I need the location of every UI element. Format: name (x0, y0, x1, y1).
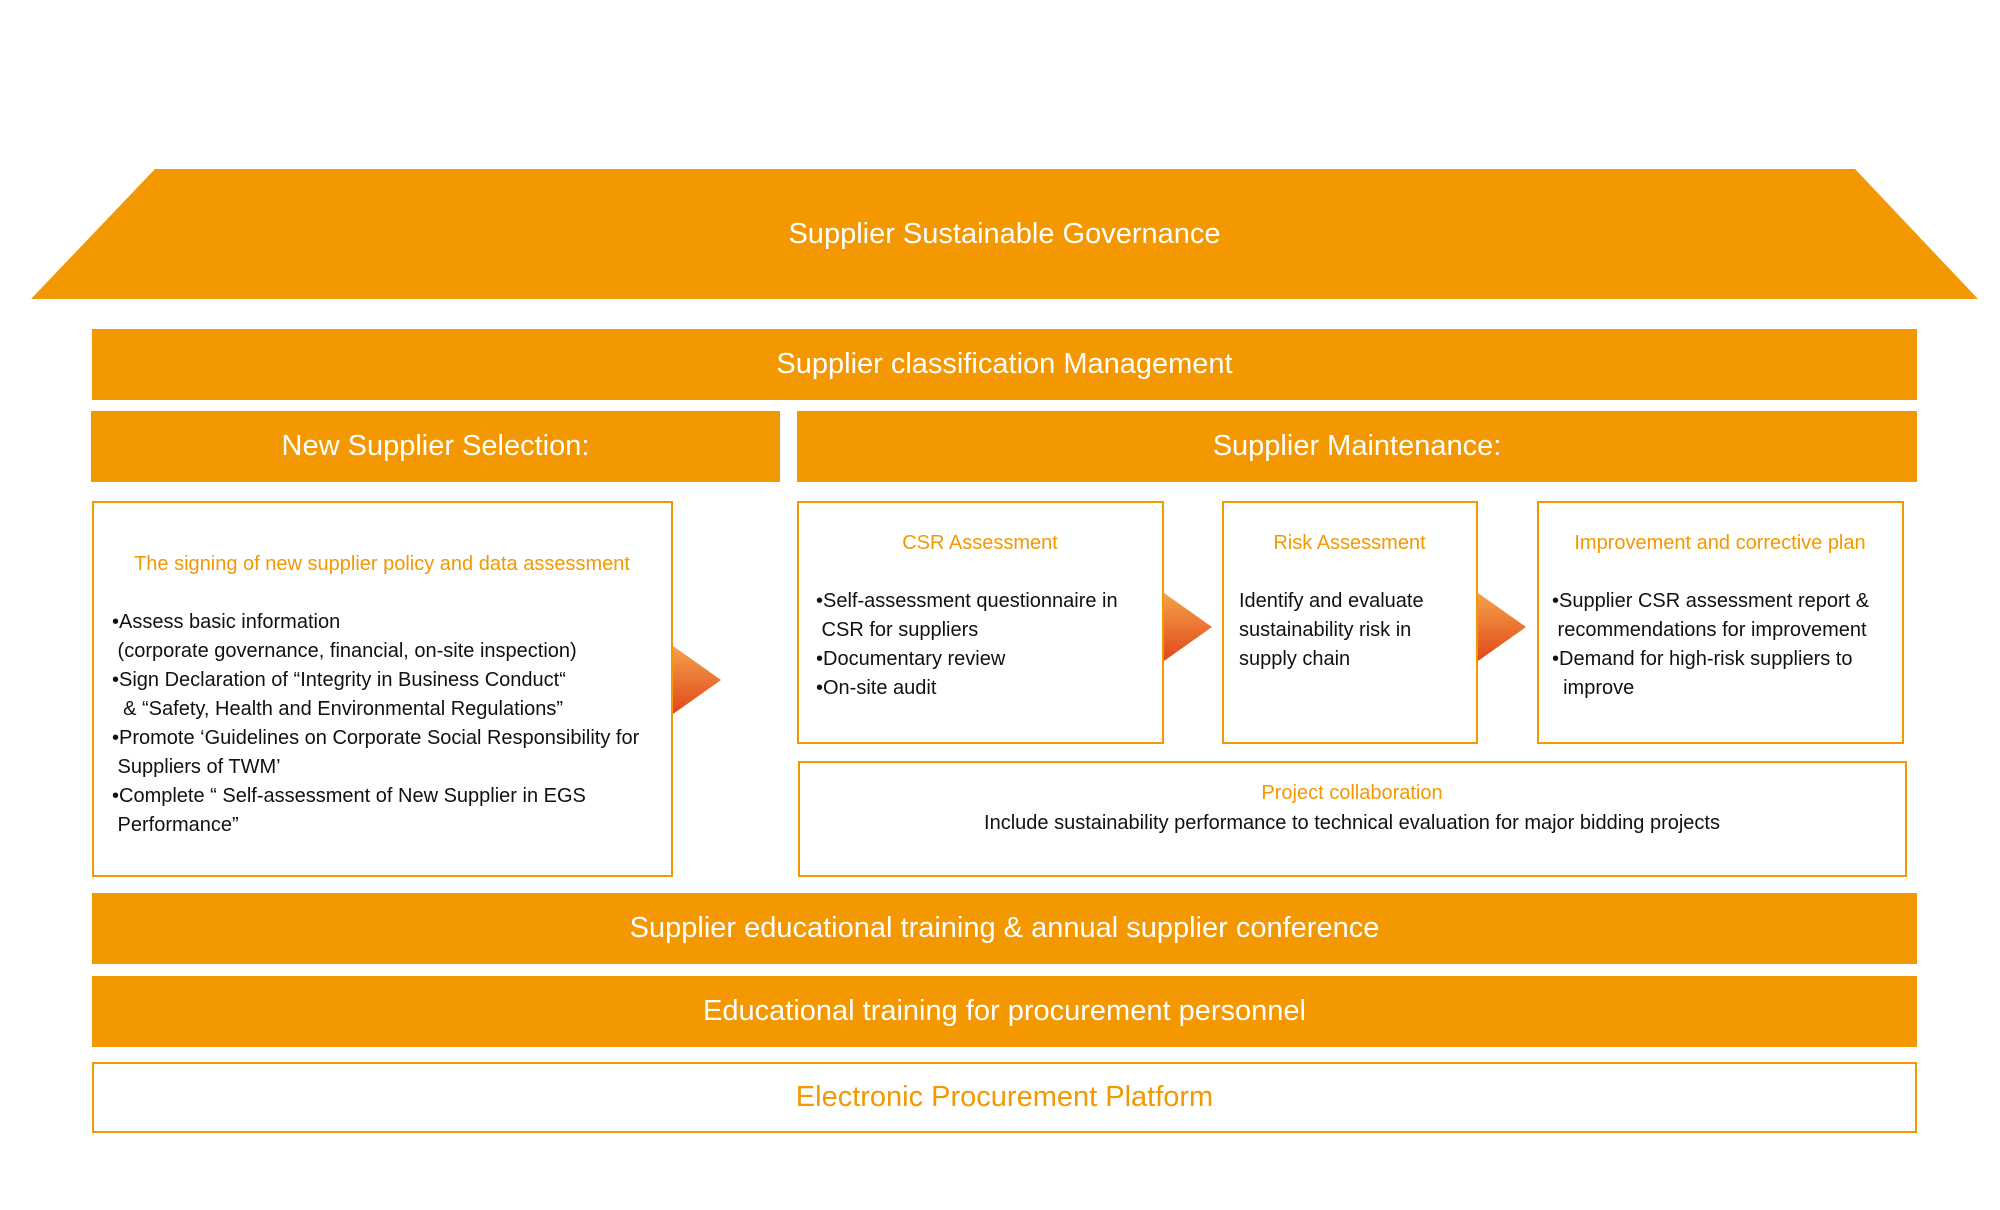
new-supplier-selection-label: New Supplier Selection: (281, 430, 590, 462)
supplier-maintenance-header: Supplier Maintenance: (797, 411, 1917, 482)
project-collaboration-text: Include sustainability performance to te… (984, 812, 1720, 834)
list-item: improve (1552, 677, 1635, 699)
list-item: Performance” (112, 814, 239, 836)
supplier-training-label: Supplier educational training & annual s… (629, 912, 1380, 944)
list-item: recommendations for improvement (1552, 619, 1867, 641)
new-supplier-policy-title: The signing of new supplier policy and d… (134, 553, 630, 575)
text-line: supply chain (1239, 648, 1351, 670)
flow-arrow-right-icon (673, 646, 721, 714)
list-item: •Sign Declaration of “Integrity in Busin… (112, 669, 566, 691)
improvement-plan-box: Improvement and corrective plan •Supplie… (1537, 501, 1904, 744)
csr-assessment-list: •Self-assessment questionnaire in CSR fo… (816, 587, 1118, 703)
list-item: & “Safety, Health and Environmental Regu… (112, 698, 563, 720)
classification-management-bar: Supplier classification Management (92, 329, 1917, 400)
risk-assessment-title: Risk Assessment (1273, 532, 1426, 554)
new-supplier-policy-box: The signing of new supplier policy and d… (92, 501, 673, 877)
list-item: •Self-assessment questionnaire in (816, 590, 1118, 612)
governance-title: Supplier Sustainable Governance (788, 217, 1221, 250)
csr-assessment-box: CSR Assessment •Self-assessment question… (797, 501, 1164, 744)
risk-assessment-box: Risk Assessment Identify and evaluate su… (1222, 501, 1478, 744)
supplier-maintenance-label: Supplier Maintenance: (1212, 430, 1502, 462)
flow-arrow-right-icon (1478, 593, 1526, 661)
new-supplier-selection-header: New Supplier Selection: (91, 411, 780, 482)
classification-management-label: Supplier classification Management (776, 348, 1233, 380)
procurement-training-bar: Educational training for procurement per… (92, 976, 1917, 1047)
improvement-plan-list: •Supplier CSR assessment report & recomm… (1552, 587, 1869, 703)
text-line: sustainability risk in (1239, 619, 1412, 641)
list-item: •Assess basic information (112, 611, 341, 633)
project-collaboration-title: Project collaboration (1261, 782, 1443, 804)
text-line: Identify and evaluate (1239, 590, 1424, 612)
list-item: •Complete “ Self-assessment of New Suppl… (112, 785, 586, 807)
list-item: CSR for suppliers (816, 619, 979, 641)
list-item: (corporate governance, financial, on-sit… (112, 640, 577, 662)
csr-assessment-title: CSR Assessment (902, 532, 1058, 554)
list-item: •Supplier CSR assessment report & (1552, 590, 1870, 612)
procurement-platform-box: Electronic Procurement Platform (92, 1062, 1917, 1133)
procurement-platform-label: Electronic Procurement Platform (795, 1081, 1214, 1113)
improvement-plan-title: Improvement and corrective plan (1574, 532, 1866, 554)
list-item: •Demand for high-risk suppliers to (1552, 648, 1853, 670)
flow-arrow-right-icon (1164, 593, 1212, 661)
list-item: •Promote ‘Guidelines on Corporate Social… (112, 727, 640, 749)
project-collaboration-box: Project collaboration Include sustainabi… (798, 761, 1907, 877)
supplier-training-bar: Supplier educational training & annual s… (92, 893, 1917, 964)
governance-roof-shape (31, 169, 1978, 299)
risk-assessment-text: Identify and evaluate sustainability ris… (1239, 587, 1424, 674)
new-supplier-policy-list: •Assess basic information (corporate gov… (112, 608, 639, 840)
procurement-training-label: Educational training for procurement per… (703, 995, 1306, 1027)
list-item: •Documentary review (816, 648, 1006, 670)
list-item: •On-site audit (816, 677, 937, 699)
list-item: Suppliers of TWM’ (112, 756, 281, 778)
